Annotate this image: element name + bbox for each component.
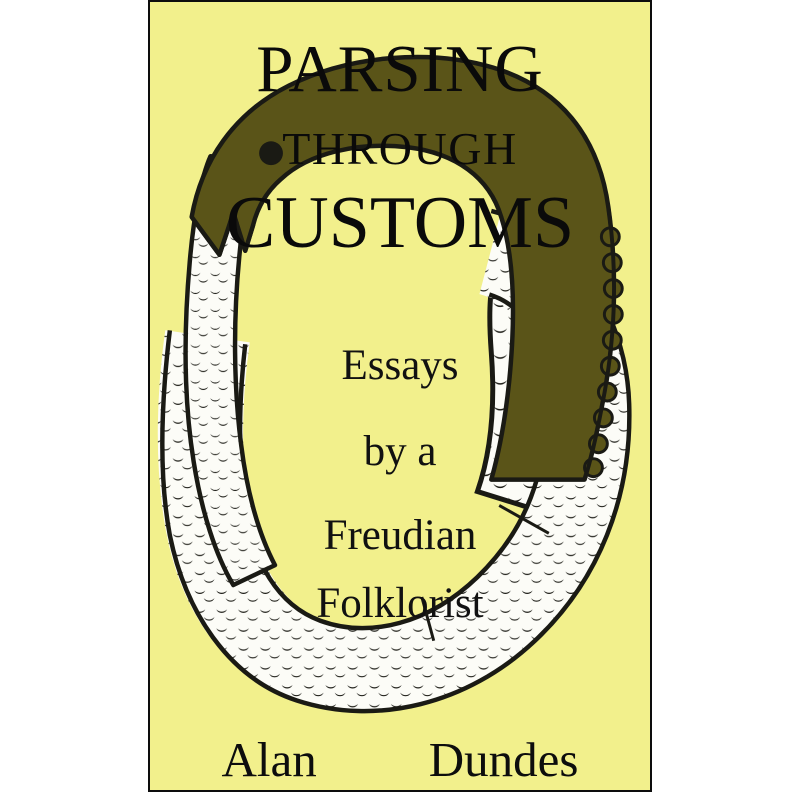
subtitle-line-3: Freudian [323, 512, 477, 559]
author-name: Alan Dundes [150, 735, 650, 784]
snake-right-flank [474, 256, 585, 523]
snake-head-and-upper-body [189, 54, 624, 482]
title-line-1: PARSING [256, 32, 544, 106]
ouroboros-snake-illustration [157, 54, 632, 714]
author-first-name: Alan [221, 732, 317, 787]
title-line-3: CUSTOMS [225, 182, 575, 264]
subtitle-line-2: by a [363, 428, 437, 475]
subtitle-line-1: Essays [341, 342, 459, 389]
subtitle-line-4: Folklorist [316, 580, 484, 627]
snake-green-body [189, 54, 617, 482]
author-last-name: Dundes [428, 732, 579, 787]
book-cover: PARSING THROUGH CUSTOMS Essays by a Freu… [148, 0, 652, 792]
title-line-2: THROUGH [282, 123, 518, 174]
